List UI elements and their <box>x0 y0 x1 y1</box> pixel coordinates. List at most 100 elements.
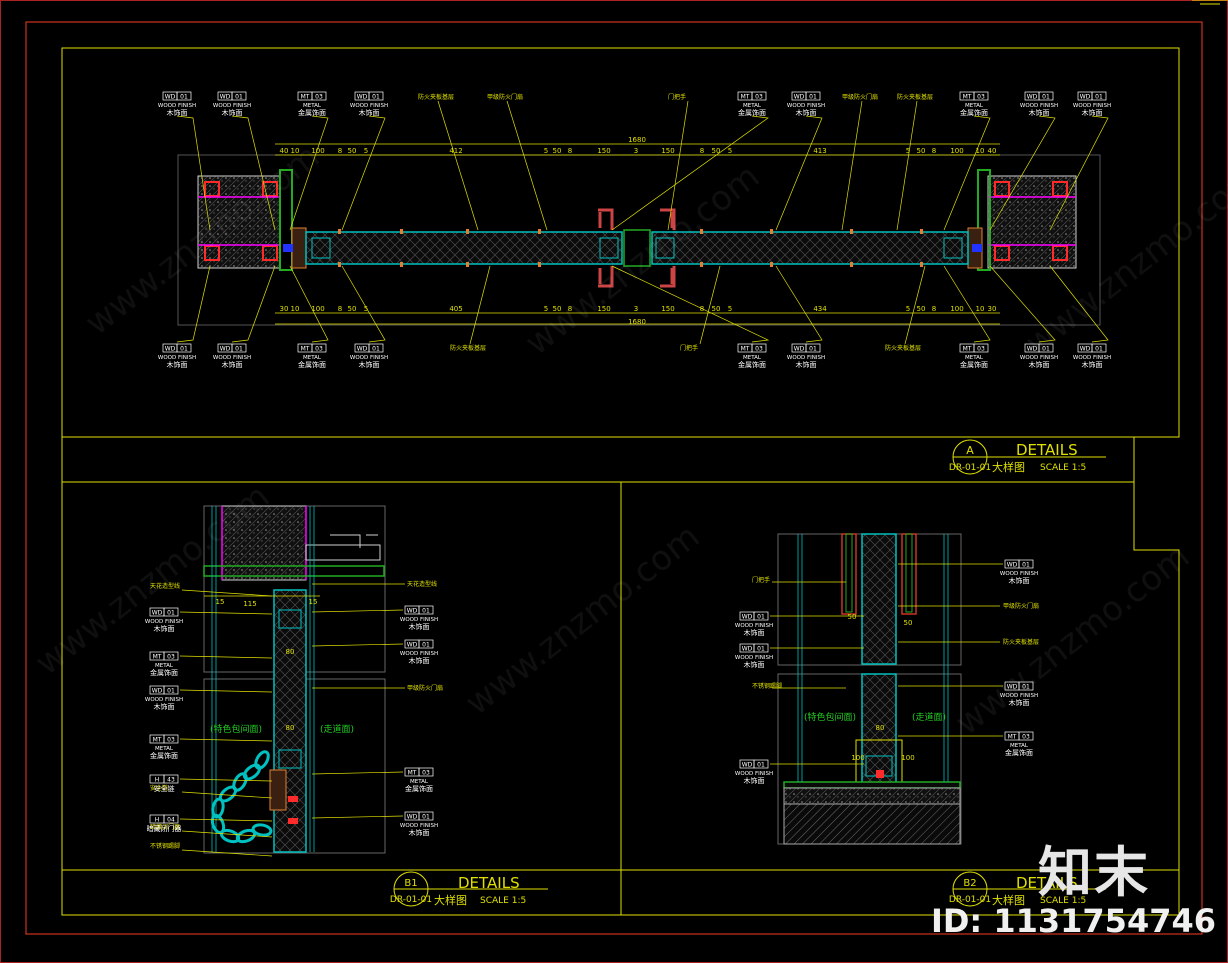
tag-number: 01 <box>757 646 765 653</box>
brand-id: ID: 1131754746 <box>930 902 1216 940</box>
dimension-value: 50 <box>917 305 926 313</box>
tag-code: WD <box>220 346 231 353</box>
detail-b2-leaders <box>770 563 1003 765</box>
dimension-value: 50 <box>348 305 357 313</box>
tag-cn: 金属饰面 <box>738 360 766 369</box>
b1-side-right: (走道面) <box>320 723 354 735</box>
dimension-value: 5 <box>906 147 910 155</box>
tag-en: METAL <box>743 103 762 109</box>
tag-cn: 木饰面 <box>154 624 175 633</box>
tag-en: METAL <box>155 663 174 669</box>
tag-num-box <box>1018 559 1034 569</box>
dimension-value: 8 <box>700 147 704 155</box>
dimension-value: 8 <box>568 305 572 313</box>
tag-en: WOOD FINISH <box>1020 355 1058 361</box>
tag-en: WOOD FINISH <box>213 355 251 361</box>
dimension-value: 5 <box>364 147 368 155</box>
tag-code: WD <box>407 642 418 649</box>
tag-cn: 木饰面 <box>744 660 765 669</box>
tag-number: 03 <box>977 346 985 353</box>
dimension-value: 3 <box>634 305 638 313</box>
tag-en: WOOD FINISH <box>787 355 825 361</box>
dimension-value: 100 <box>950 147 963 155</box>
detail-b1-section <box>203 505 386 854</box>
tag-num-box <box>231 91 247 101</box>
tag-cn: 木饰面 <box>409 828 430 837</box>
tag-number: 01 <box>757 614 765 621</box>
dimension-value: 5 <box>544 147 548 155</box>
tag-code: H <box>155 777 160 784</box>
detail-a-note: 门把手 <box>668 93 686 101</box>
tag-code: WD <box>152 610 163 617</box>
tag-num-box <box>1018 731 1034 741</box>
tag-num-box <box>1018 681 1034 691</box>
leader-line <box>775 265 823 343</box>
dimension-value: 100 <box>950 305 963 313</box>
tag-cn: 木饰面 <box>359 108 380 117</box>
tag-number: 01 <box>422 608 430 615</box>
tag-cn: 金属饰面 <box>150 751 178 760</box>
tag-num-box <box>751 343 767 353</box>
detail-b2-bubble-ref: DR-01-01 <box>949 895 991 905</box>
b2-dimension: 50 <box>904 619 913 627</box>
tag-num-box <box>753 759 769 769</box>
leader-line <box>699 265 721 345</box>
tag-code: MT <box>741 346 750 353</box>
leader-line <box>611 115 769 231</box>
detail-a-note: 防火夹板基层 <box>450 344 486 352</box>
tag-code: WD <box>165 346 176 353</box>
leader-line <box>506 100 548 231</box>
detail-b2-labels: (特色包间面) (走道面) <box>804 711 946 723</box>
tag-num-box <box>163 651 179 661</box>
tag-en: METAL <box>303 103 322 109</box>
b2-dimension: 100 <box>901 754 914 762</box>
leader-line <box>943 115 991 231</box>
leader-line <box>181 791 273 799</box>
tag-cn: 木饰面 <box>359 360 380 369</box>
tag-num-box <box>231 343 247 353</box>
tag-num-box <box>176 91 192 101</box>
b1-left-note: 天花造型线 <box>150 582 180 590</box>
leader-line <box>896 100 918 231</box>
leader-line <box>179 778 273 782</box>
tag-number: 01 <box>235 94 243 101</box>
tag-num-box <box>1091 343 1107 353</box>
tag-en: WOOD FINISH <box>350 355 388 361</box>
tag-cn: 木饰面 <box>1029 108 1050 117</box>
tag-code: H <box>155 817 160 824</box>
tag-code: WD <box>407 814 418 821</box>
tag-number: 01 <box>372 94 380 101</box>
tag-number: 01 <box>1095 94 1103 101</box>
tag-en: WOOD FINISH <box>158 103 196 109</box>
detail-b2-bubble-letter: B2 <box>963 878 976 889</box>
tag-num-box <box>163 607 179 617</box>
tag-num-box <box>176 343 192 353</box>
tag-en: WOOD FINISH <box>145 619 183 625</box>
tag-number: 01 <box>1022 562 1030 569</box>
leader-line <box>341 265 386 343</box>
b2-dimension: 50 <box>848 613 857 621</box>
b1-right-note: 天花造型线 <box>407 580 437 588</box>
tag-code: MT <box>1008 734 1017 741</box>
brand-logo: 知末 <box>1038 841 1150 904</box>
tag-en: WOOD FINISH <box>158 355 196 361</box>
tag-code: WD <box>220 94 231 101</box>
tag-en: METAL <box>155 746 174 752</box>
tag-number: 01 <box>372 346 380 353</box>
tag-cn: 木饰面 <box>167 108 188 117</box>
b1-dimension: 80 <box>286 724 295 732</box>
dimension-value: 40 <box>280 147 289 155</box>
tag-code: WD <box>794 346 805 353</box>
detail-a-leaders <box>176 100 1109 345</box>
